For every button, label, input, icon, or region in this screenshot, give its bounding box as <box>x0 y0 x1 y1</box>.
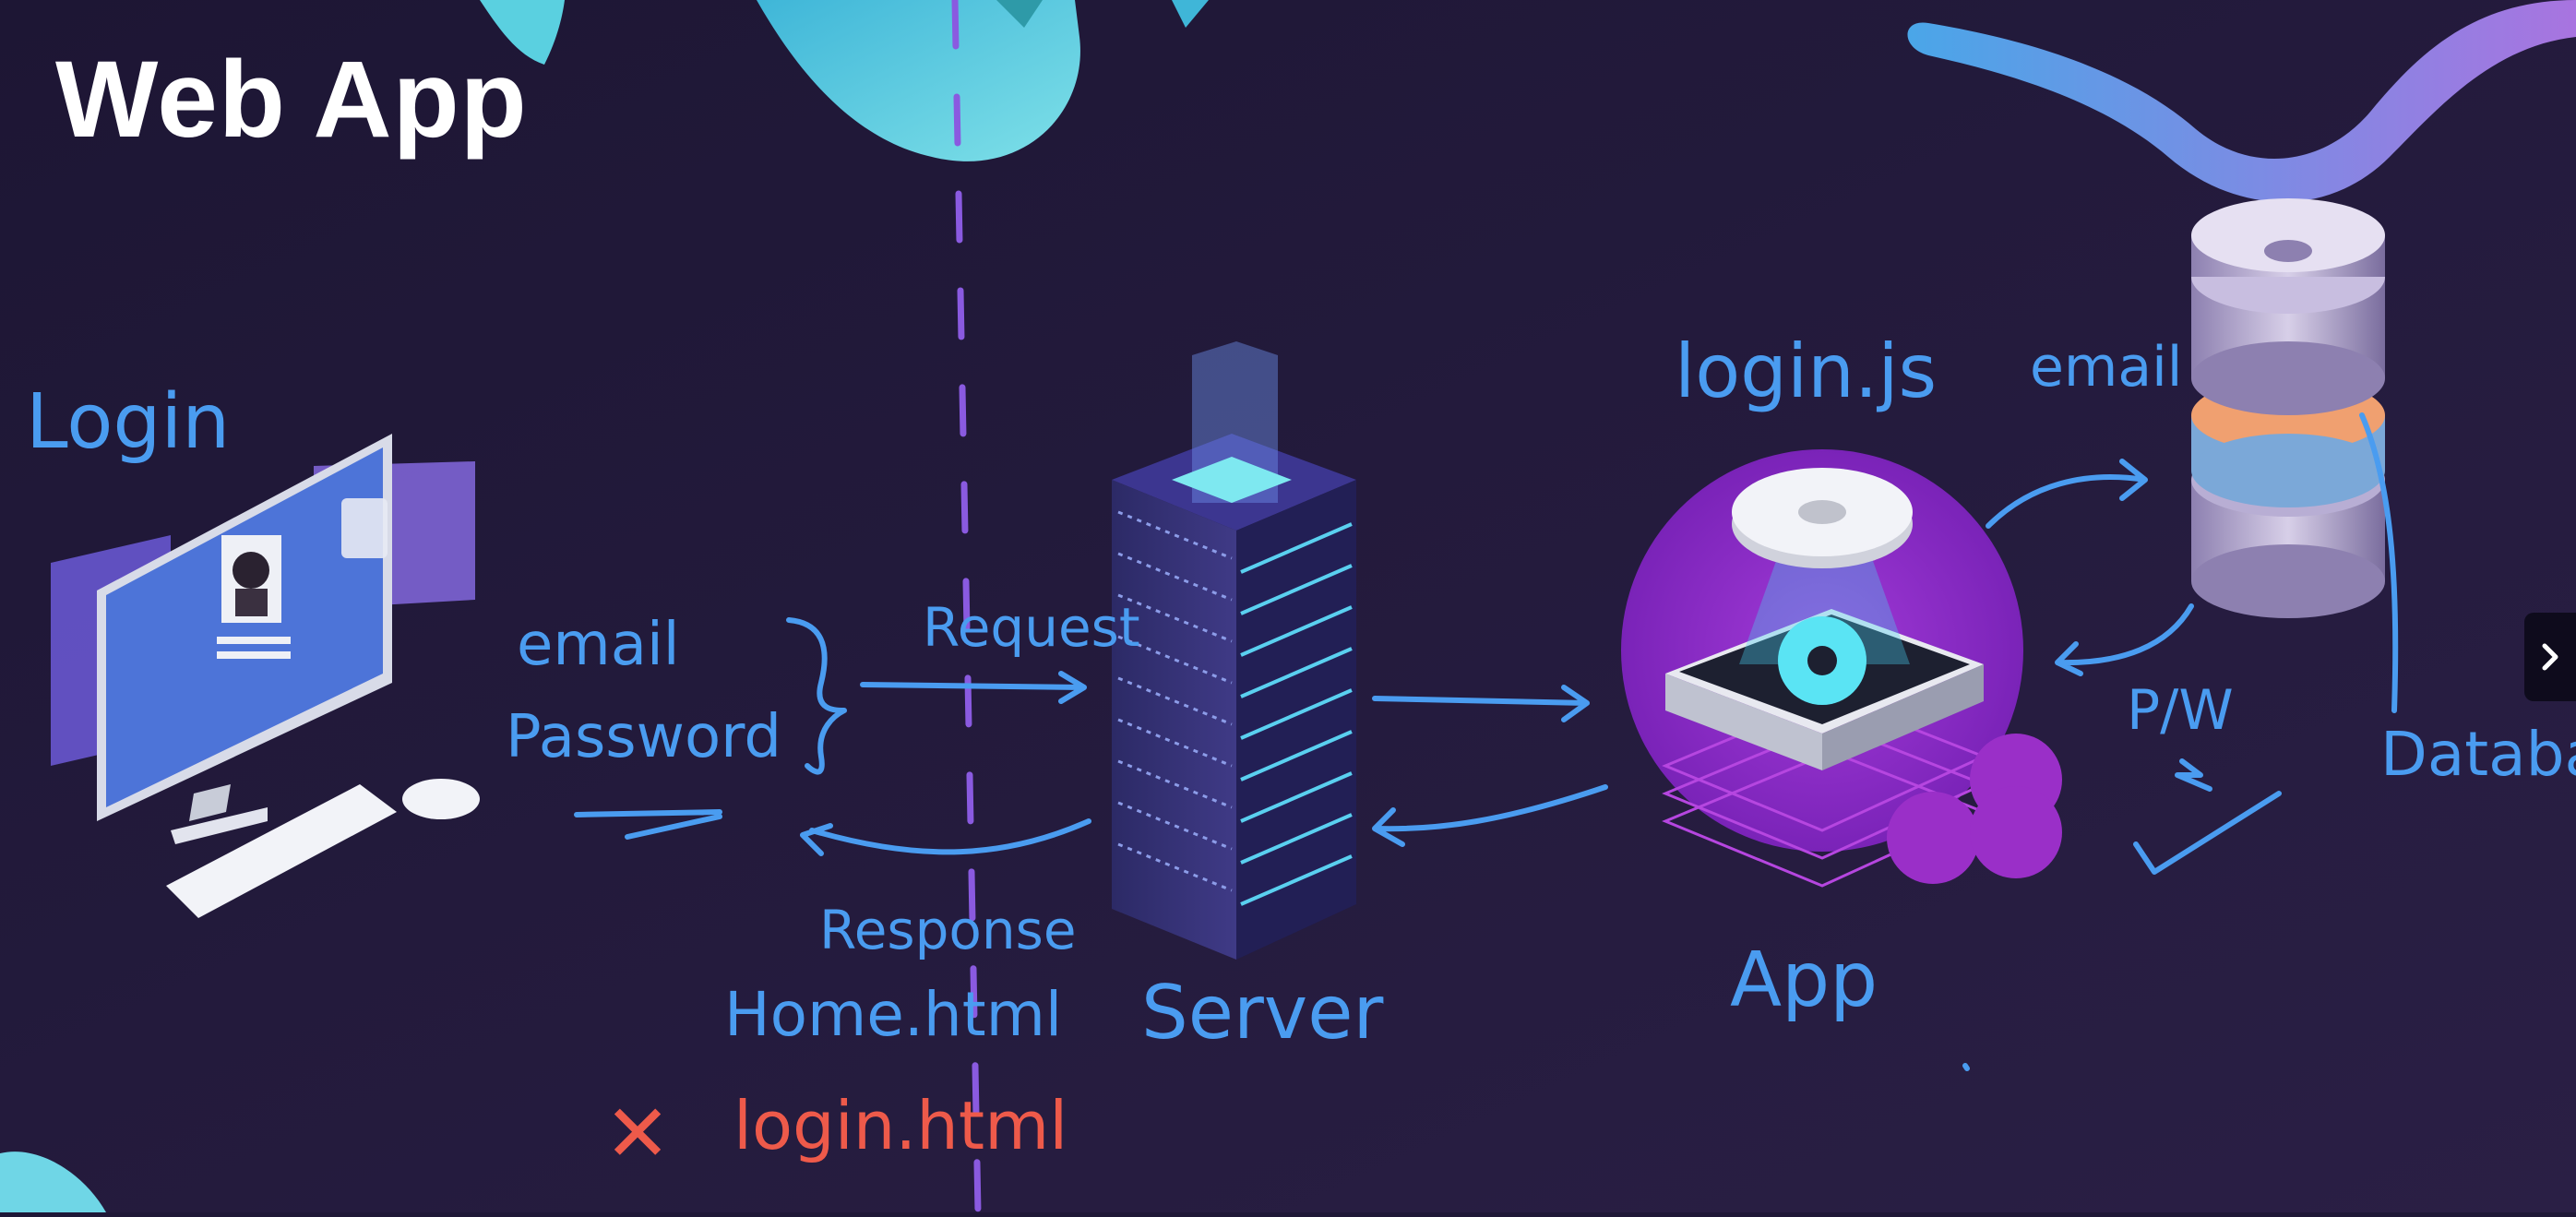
label-login-html: login.html <box>733 1087 1067 1164</box>
svg-text:✕: ✕ <box>604 1088 671 1180</box>
label-login: Login <box>26 378 230 466</box>
label-app: App <box>1730 937 1878 1024</box>
label-home-html: Home.html <box>724 979 1062 1050</box>
label-password: Password <box>506 703 781 771</box>
slide-title: Web App <box>55 37 528 162</box>
label-response: Response <box>819 899 1077 961</box>
cross-mark-icon: ✕ <box>604 1088 671 1180</box>
chevron-right-icon <box>2537 638 2563 675</box>
label-request: Request <box>923 596 1140 659</box>
label-email-right: email <box>2030 335 2182 400</box>
label-server: Server <box>1141 970 1383 1056</box>
label-pw: P/W <box>2127 678 2234 743</box>
label-login-js: login.js <box>1675 328 1937 414</box>
database-illustration <box>2191 198 2385 618</box>
next-slide-button[interactable] <box>2524 613 2576 701</box>
label-email: email <box>517 611 680 679</box>
label-database: Database <box>2380 719 2576 790</box>
